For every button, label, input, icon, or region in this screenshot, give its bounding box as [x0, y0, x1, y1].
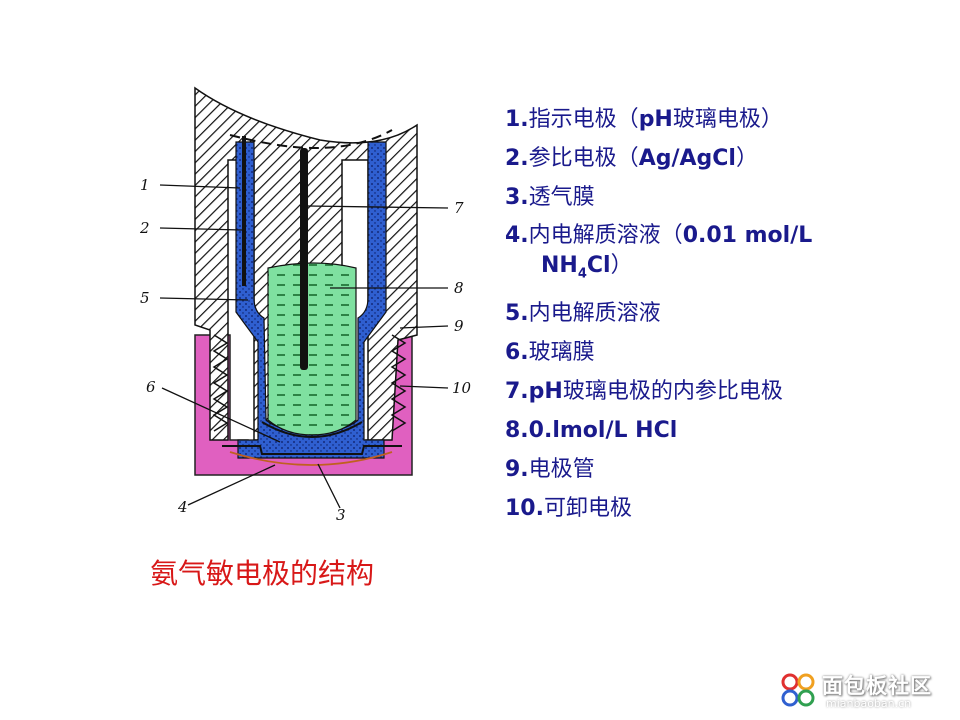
- callout-7: 7: [454, 199, 464, 217]
- watermark: 面包板社区 mianbaoban.cn: [778, 670, 948, 712]
- legend-item-8: 8.0.lmol/L HCl: [505, 418, 678, 444]
- legend-list: 1.指示电极（pH玻璃电极） 2.参比电极（Ag/AgCl） 3.透气膜 4.内…: [505, 100, 945, 528]
- legend-item-3: 3.透气膜: [505, 185, 595, 210]
- legend-item-1: 1.指示电极（pH玻璃电极）: [505, 107, 783, 132]
- callout-5: 5: [140, 289, 150, 307]
- thread-left: [212, 334, 229, 432]
- callout-8: 8: [454, 279, 464, 297]
- legend-item-6: 6.玻璃膜: [505, 340, 595, 366]
- glass-membrane: [261, 421, 363, 438]
- callout-9: 9: [454, 317, 464, 335]
- diagram-caption: 氨气敏电极的结构: [150, 557, 375, 590]
- gas-permeable-membrane: [229, 451, 393, 466]
- watermark-logo-icon: [781, 673, 815, 707]
- legend-item-7: 7.pH玻璃电极的内参比电极: [505, 379, 783, 405]
- glass-electrode-top: [229, 129, 393, 150]
- callout-1: 1: [140, 176, 150, 194]
- watermark-name: 面包板社区: [822, 674, 932, 698]
- callout-2: 2: [139, 219, 150, 237]
- callout-4: 4: [177, 498, 188, 516]
- watermark-url: mianbaoban.cn: [826, 697, 912, 710]
- callout-3: 3: [336, 506, 346, 524]
- legend-item-2: 2.参比电极（Ag/AgCl）: [505, 146, 758, 171]
- membrane-holder: [222, 445, 402, 455]
- hcl-solution: [267, 262, 357, 436]
- electrode-diagram: 1 2 5 6 4 3 7 8 9 10: [139, 86, 472, 524]
- reference-electrode: [242, 136, 246, 286]
- callout-6: 6: [146, 378, 156, 396]
- callout-10: 10: [452, 379, 472, 397]
- legend-item-10: 10.可卸电极: [505, 496, 632, 522]
- legend-item-9: 9.电极管: [505, 457, 595, 483]
- thread-right: [390, 334, 407, 432]
- legend-item-5: 5.内电解质溶液: [505, 301, 661, 327]
- internal-reference-electrode: [300, 148, 308, 370]
